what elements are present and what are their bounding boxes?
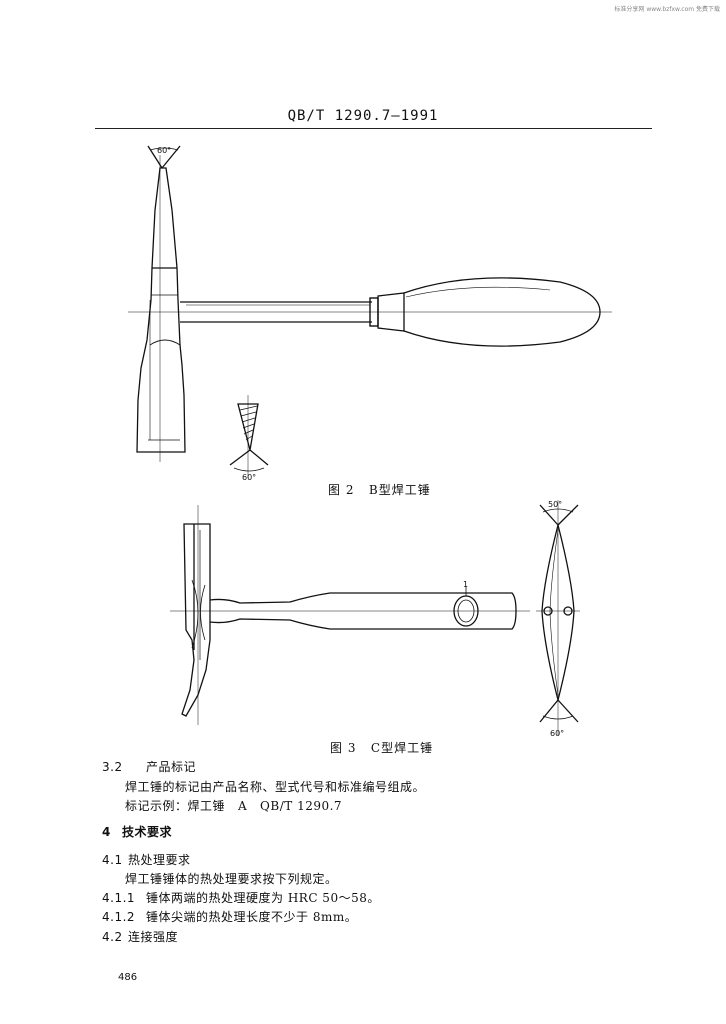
watermark-text: 标准分享网 www.bzfxw.com 免费下载 <box>614 6 720 13</box>
section-title: 产品标记 <box>146 760 197 774</box>
header-rule <box>95 128 652 129</box>
section-number: 4 <box>102 825 111 839</box>
figure-3-angle-bottom-label: 60° <box>550 729 564 738</box>
section-number: 4.1.1 <box>102 891 136 905</box>
section-title: 连接强度 <box>128 930 179 944</box>
section-title: 锤体尖端的热处理长度不少于 8mm。 <box>146 910 358 924</box>
figure-2-angle-top-label: 60° <box>157 146 171 155</box>
section-title: 技术要求 <box>122 825 173 839</box>
section-number: 4.1 <box>102 853 123 867</box>
section-title: 热处理要求 <box>128 853 191 867</box>
section-4-1-heading: 4.1 热处理要求 <box>102 851 191 868</box>
figure-3-angle-top-label: 50° <box>548 500 562 509</box>
section-4-2-heading: 4.2 连接强度 <box>102 928 178 945</box>
figure-2-drawing: 60° 60° <box>128 145 612 482</box>
section-3-2-line-2: 标记示例：焊工锤 A QB/T 1290.7 <box>125 799 343 813</box>
section-number: 4.1.2 <box>102 910 136 924</box>
section-title: 锤体两端的热处理硬度为 HRC 50～58。 <box>146 891 380 905</box>
section-4-heading: 4 技术要求 <box>102 823 172 840</box>
standard-code-header: QB/T 1290.7—1991 <box>287 108 439 124</box>
figure-3-callout-label: 1 <box>463 580 468 589</box>
figure-2-angle-bottom-label: 60° <box>242 473 256 482</box>
section-number: 4.2 <box>102 930 123 944</box>
figure-2-caption: 图 2 B型焊工锤 <box>328 483 431 497</box>
section-3-2-line-1: 焊工锤的标记由产品名称、型式代号和标准编号组成。 <box>125 780 426 794</box>
section-number: 3.2 <box>102 760 123 774</box>
section-4-1-1: 4.1.1 锤体两端的热处理硬度为 HRC 50～58。 <box>102 889 380 906</box>
section-3-2-heading: 3.2 产品标记 <box>102 758 196 775</box>
section-4-1-line-1: 焊工锤锤体的热处理要求按下列规定。 <box>125 872 338 886</box>
section-4-1-2: 4.1.2 锤体尖端的热处理长度不少于 8mm。 <box>102 908 357 925</box>
figure-3-drawing: 1 50° 60° <box>170 500 580 738</box>
page-number: 486 <box>118 972 138 983</box>
figure-3-caption: 图 3 C型焊工锤 <box>330 741 434 755</box>
